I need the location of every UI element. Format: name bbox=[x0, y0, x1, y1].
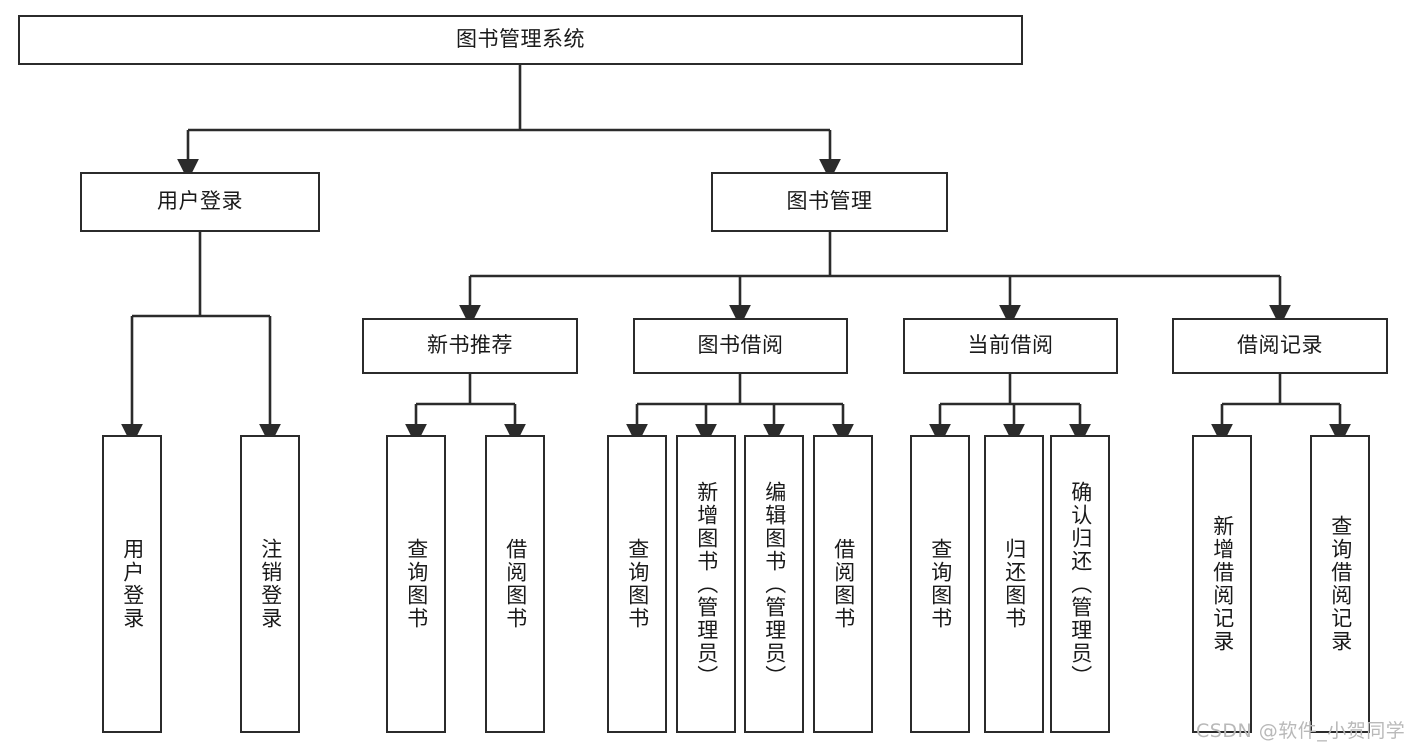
node-leaf-borrow-book-2[interactable]: 借阅图书 bbox=[813, 435, 873, 733]
node-new-book-recommend[interactable]: 新书推荐 bbox=[362, 318, 578, 374]
node-leaf-query-book-1[interactable]: 查询图书 bbox=[386, 435, 446, 733]
node-leaf-borrow-book-2-label: 借阅图书 bbox=[831, 538, 856, 630]
node-user-login[interactable]: 用户登录 bbox=[80, 172, 320, 232]
node-user-login-label: 用户登录 bbox=[157, 189, 243, 214]
node-leaf-query-book-3[interactable]: 查询图书 bbox=[910, 435, 970, 733]
node-leaf-user-login[interactable]: 用户登录 bbox=[102, 435, 162, 733]
node-leaf-query-book-1-label: 查询图书 bbox=[404, 538, 429, 630]
node-leaf-borrow-book-1-label: 借阅图书 bbox=[503, 538, 528, 630]
node-leaf-edit-book-admin-label: 编辑图书（管理员） bbox=[762, 480, 787, 688]
node-leaf-query-book-2-label: 查询图书 bbox=[625, 538, 650, 630]
node-root-label: 图书管理系统 bbox=[456, 27, 585, 52]
node-leaf-add-book-admin-label: 新增图书（管理员） bbox=[694, 480, 719, 688]
csdn-watermark: CSDN @软件_小贺同学 bbox=[1196, 720, 1405, 742]
node-book-management[interactable]: 图书管理 bbox=[711, 172, 948, 232]
node-book-borrow[interactable]: 图书借阅 bbox=[633, 318, 848, 374]
node-leaf-return-book[interactable]: 归还图书 bbox=[984, 435, 1044, 733]
node-leaf-borrow-book-1[interactable]: 借阅图书 bbox=[485, 435, 545, 733]
node-leaf-query-book-3-label: 查询图书 bbox=[928, 538, 953, 630]
node-root-system[interactable]: 图书管理系统 bbox=[18, 15, 1023, 65]
node-leaf-logout-login-label: 注销登录 bbox=[258, 538, 283, 630]
node-leaf-add-book-admin[interactable]: 新增图书（管理员） bbox=[676, 435, 736, 733]
node-current-borrow[interactable]: 当前借阅 bbox=[903, 318, 1118, 374]
node-book-management-label: 图书管理 bbox=[786, 189, 873, 214]
node-current-borrow-label: 当前借阅 bbox=[967, 333, 1054, 358]
node-leaf-query-borrow-record[interactable]: 查询借阅记录 bbox=[1310, 435, 1370, 733]
node-leaf-add-borrow-record-label: 新增借阅记录 bbox=[1210, 515, 1235, 653]
node-leaf-user-login-label: 用户登录 bbox=[120, 538, 145, 630]
node-new-book-recommend-label: 新书推荐 bbox=[427, 333, 513, 358]
node-borrow-record[interactable]: 借阅记录 bbox=[1172, 318, 1388, 374]
node-leaf-logout-login[interactable]: 注销登录 bbox=[240, 435, 300, 733]
node-book-borrow-label: 图书借阅 bbox=[697, 333, 784, 358]
node-leaf-confirm-return-admin[interactable]: 确认归还（管理员） bbox=[1050, 435, 1110, 733]
node-leaf-return-book-label: 归还图书 bbox=[1002, 538, 1027, 630]
node-leaf-edit-book-admin[interactable]: 编辑图书（管理员） bbox=[744, 435, 804, 733]
node-leaf-confirm-return-admin-label: 确认归还（管理员） bbox=[1068, 480, 1093, 688]
node-leaf-query-borrow-record-label: 查询借阅记录 bbox=[1328, 515, 1353, 653]
node-leaf-add-borrow-record[interactable]: 新增借阅记录 bbox=[1192, 435, 1252, 733]
node-leaf-query-book-2[interactable]: 查询图书 bbox=[607, 435, 667, 733]
node-borrow-record-label: 借阅记录 bbox=[1237, 333, 1323, 358]
